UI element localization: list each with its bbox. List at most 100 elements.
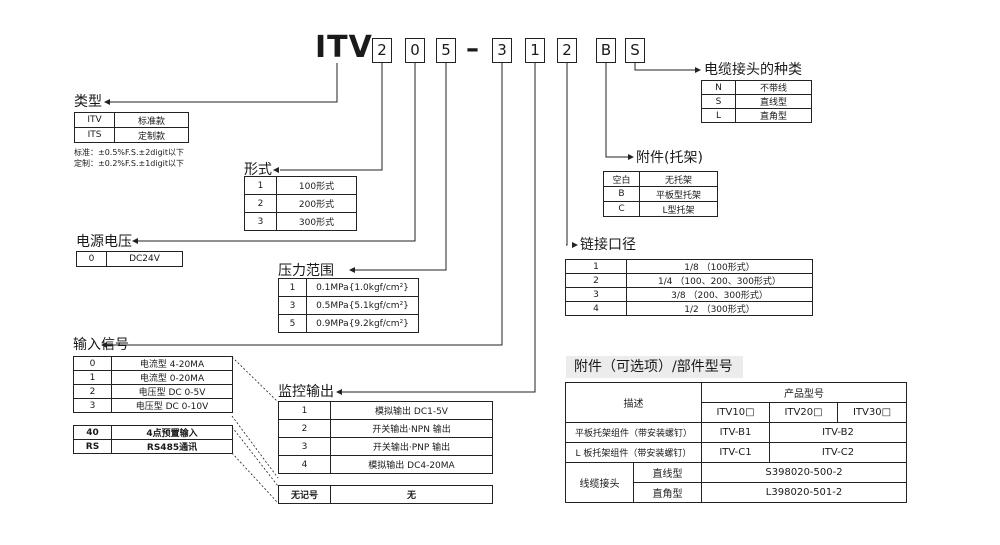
bracket-code: B bbox=[603, 186, 640, 202]
port-code: 2 bbox=[565, 273, 627, 288]
form-desc: 200形式 bbox=[276, 194, 357, 213]
table-row: 无记号无 bbox=[278, 485, 493, 504]
bracket-desc: 无托架 bbox=[639, 171, 718, 187]
input-code: 40 bbox=[73, 425, 112, 440]
accessory-title: 附件（可选项）/部件型号 bbox=[566, 356, 743, 378]
input-code: 2 bbox=[73, 384, 112, 399]
monitor-code: 1 bbox=[278, 401, 331, 420]
monitor-desc: 模拟输出 DC4-20MA bbox=[330, 455, 493, 474]
model-prefix: ITV bbox=[315, 30, 373, 65]
pressure-code: 5 bbox=[278, 314, 307, 333]
monitor-output-extra-table: 无记号无 bbox=[278, 485, 493, 504]
port-desc: 1/8 （100形式） bbox=[626, 259, 813, 274]
bracket-code: 空白 bbox=[603, 171, 640, 187]
header-product: 产品型号 bbox=[701, 382, 907, 403]
form-desc: 300形式 bbox=[276, 212, 357, 231]
l-bracket-label: L 板托架组件（带安装螺钉） bbox=[565, 442, 702, 463]
type-desc: 定制款 bbox=[114, 127, 189, 143]
input-code: 1 bbox=[73, 370, 112, 385]
code-box-bracket: B bbox=[596, 38, 616, 63]
form-code: 2 bbox=[244, 194, 277, 213]
model-dash: – bbox=[466, 34, 479, 64]
code-box-port: 2 bbox=[557, 38, 577, 63]
code-box-pressure: 5 bbox=[436, 38, 456, 63]
header-desc: 描述 bbox=[565, 382, 702, 423]
cable-desc: 直线型 bbox=[735, 94, 812, 109]
flat-bracket-itv10: ITV-B1 bbox=[701, 422, 770, 443]
cable-code: S bbox=[701, 94, 736, 109]
form-desc: 100形式 bbox=[276, 176, 357, 195]
pressure-desc: 0.5MPa{5.1kgf/cm²} bbox=[306, 296, 419, 315]
type-note: 标准：±0.5%F.S.±2digit以下 bbox=[74, 148, 185, 157]
monitor-output-title: 监控输出 bbox=[278, 384, 334, 400]
input-code: 0 bbox=[73, 356, 112, 371]
monitor-code: 3 bbox=[278, 437, 331, 456]
table-row: L 板托架组件（带安装螺钉） ITV-C1 ITV-C2 bbox=[565, 442, 907, 463]
code-box-voltage: 0 bbox=[405, 38, 425, 63]
pressure-desc: 0.1MPa{1.0kgf/cm²} bbox=[306, 278, 419, 297]
cable-title: 电缆接头的种类 bbox=[704, 62, 802, 78]
l-bracket-itv20-30: ITV-C2 bbox=[769, 442, 907, 463]
input-desc: 电压型 DC 0-5V bbox=[111, 384, 233, 399]
port-title: 链接口径 bbox=[580, 237, 636, 253]
cable-right-label: 直角型 bbox=[633, 482, 702, 503]
voltage-code: 0 bbox=[76, 251, 107, 267]
form-title: 形式 bbox=[244, 162, 272, 178]
flat-bracket-label: 平板托架组件（带安装螺钉） bbox=[565, 422, 702, 443]
cable-connector-label: 线缆接头 bbox=[565, 462, 634, 503]
bracket-code: C bbox=[603, 201, 640, 217]
voltage-desc: DC24V bbox=[106, 251, 183, 267]
pressure-code: 1 bbox=[278, 278, 307, 297]
bracket-desc: 平板型托架 bbox=[639, 186, 718, 202]
flat-bracket-itv20-30: ITV-B2 bbox=[769, 422, 907, 443]
input-desc: 电流型 0-20MA bbox=[111, 370, 233, 385]
code-box-monitor: 1 bbox=[525, 38, 545, 63]
code-box-form: 2 bbox=[372, 38, 392, 63]
bracket-desc: L型托架 bbox=[639, 201, 718, 217]
input-desc: RS485通讯 bbox=[111, 439, 233, 454]
input-signal-title: 输入信号 bbox=[73, 337, 129, 353]
l-bracket-itv10: ITV-C1 bbox=[701, 442, 770, 463]
code-box-cable: S bbox=[625, 38, 645, 63]
code-box-input: 3 bbox=[492, 38, 512, 63]
port-code: 3 bbox=[565, 287, 627, 302]
port-code: 1 bbox=[565, 259, 627, 274]
bracket-title: 附件(托架) bbox=[636, 150, 703, 166]
monitor-code: 无记号 bbox=[278, 485, 331, 504]
monitor-desc: 无 bbox=[330, 485, 493, 504]
port-code: 4 bbox=[565, 301, 627, 316]
input-desc: 4点预置输入 bbox=[111, 425, 233, 440]
cable-straight-label: 直线型 bbox=[633, 462, 702, 483]
port-desc: 3/8 （200、300形式） bbox=[626, 287, 813, 302]
type-code: ITV bbox=[74, 112, 115, 128]
model-itv10: ITV10□ bbox=[701, 402, 770, 423]
form-code: 3 bbox=[244, 212, 277, 231]
input-code: RS bbox=[73, 439, 112, 454]
monitor-code: 2 bbox=[278, 419, 331, 438]
table-row: 空白无托架 bbox=[603, 171, 718, 187]
